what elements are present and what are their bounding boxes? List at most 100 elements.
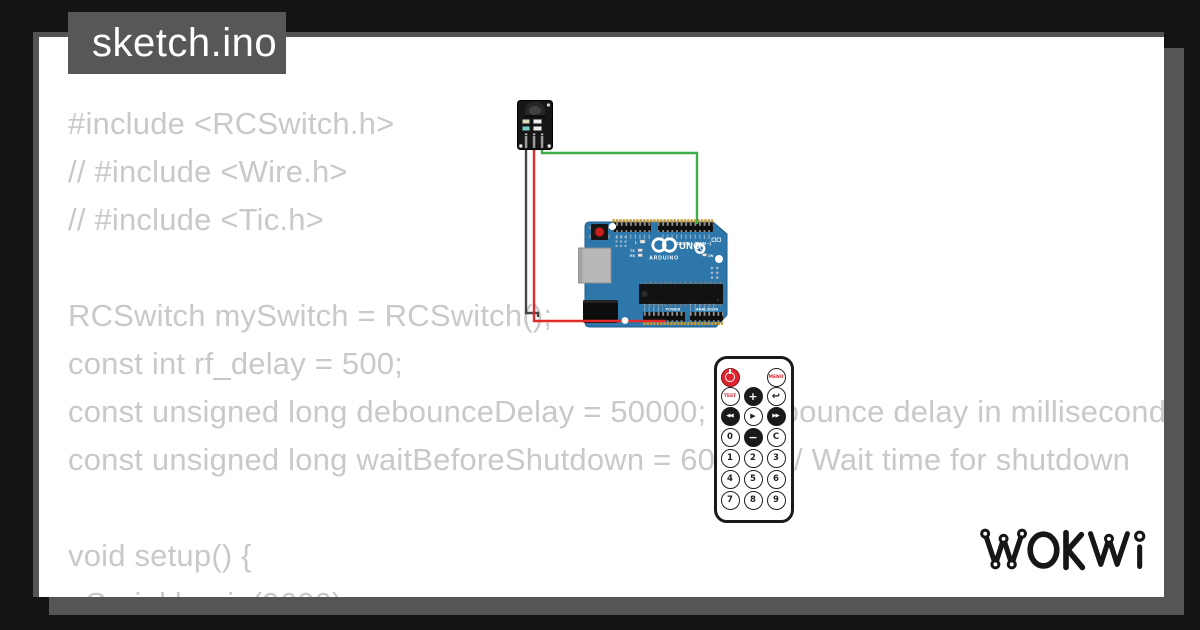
pin-number-microtext	[614, 234, 650, 239]
digit-label: 8	[750, 495, 756, 505]
power-button[interactable]	[720, 367, 740, 387]
next-icon: ▶▶	[772, 413, 780, 419]
on-label: ON	[708, 254, 714, 258]
digital-pwm-label: DIGITAL (PWM ~)	[677, 241, 712, 246]
digit-label: 3	[773, 453, 779, 463]
code-line: const unsigned long debounceDelay = 5000…	[68, 394, 1164, 429]
code-line: Serial.begin(9600);	[68, 580, 1164, 597]
tx-label: TX	[630, 249, 635, 253]
code-line: #include <RCSwitch.h>	[68, 106, 395, 141]
digit-8-button[interactable]: 8	[743, 490, 763, 510]
code-line: const int rf_delay = 500;	[68, 346, 404, 381]
plus-icon: +	[748, 389, 758, 403]
digit-label: 2	[750, 453, 756, 463]
reset-button[interactable]	[589, 224, 610, 240]
pin-pads	[524, 133, 544, 136]
power-header	[643, 312, 685, 322]
rx-led	[637, 253, 643, 257]
power-jack	[583, 300, 618, 323]
digital-header-left	[613, 222, 651, 232]
digit-1-button[interactable]: 1	[720, 448, 740, 468]
code-block: #include <RCSwitch.h> // #include <Wire.…	[68, 100, 1164, 597]
code-line: // #include <Tic.h>	[68, 202, 324, 237]
back-icon: ↩	[771, 390, 781, 402]
logo-letter-o	[1027, 531, 1060, 569]
mounting-hole	[715, 255, 723, 263]
digit-label: 4	[727, 474, 733, 484]
led-l	[639, 239, 646, 244]
digit-3-button[interactable]: 3	[766, 448, 786, 468]
digit-9-button[interactable]: 9	[766, 490, 786, 510]
digit-4-button[interactable]: 4	[720, 469, 740, 489]
analog-header	[690, 312, 723, 322]
prev-button[interactable]: ◀◀	[720, 406, 740, 426]
back-button[interactable]: ↩	[766, 386, 786, 406]
smd-component	[533, 126, 542, 131]
test-label: TEST	[723, 393, 737, 399]
atmega-chip	[639, 281, 723, 307]
mounting-hole	[547, 144, 551, 148]
clear-button[interactable]: C	[766, 427, 786, 447]
digit-7-button[interactable]: 7	[720, 490, 740, 510]
digit-label: 7	[727, 495, 733, 505]
code-line: void setup() {	[68, 538, 252, 573]
digit-6-button[interactable]: 6	[766, 469, 786, 489]
digit-label: 5	[750, 474, 756, 484]
uno-model-label: UNO	[679, 241, 701, 252]
digit-label: 0	[727, 432, 733, 442]
power-pin-microtext	[643, 303, 663, 312]
digital-header-right	[658, 222, 713, 232]
icsp-header-2	[710, 266, 719, 279]
digit-0-button[interactable]: 0	[720, 427, 740, 447]
digit-label: 6	[773, 474, 779, 484]
digit-label: 1	[727, 453, 733, 463]
code-line: // #include <Wire.h>	[68, 154, 348, 189]
on-led	[702, 253, 707, 257]
rx-label: RX	[630, 254, 636, 258]
digit-5-button[interactable]: 5	[743, 469, 763, 489]
digit-label: 9	[773, 495, 779, 505]
arduino-brand-label: ARDUINO	[649, 256, 679, 262]
smd-component	[522, 126, 530, 131]
minus-button[interactable]: −	[743, 427, 763, 447]
arduino-uno-board: DIGITAL (PWM ~) L TX RX UNO ARDUINO ON P…	[577, 218, 730, 330]
smd-component	[533, 119, 542, 124]
mounting-hole	[519, 144, 523, 148]
test-button[interactable]: TEST	[720, 386, 740, 406]
menu-label: MENU	[768, 374, 784, 380]
usb-connector	[577, 247, 612, 284]
power-icon	[725, 372, 735, 382]
play-icon: ▶	[750, 412, 756, 420]
code-line: const unsigned long waitBeforeShutdown =…	[68, 442, 1131, 477]
logo-letter-k	[1063, 529, 1086, 571]
ir-sensor-dome	[525, 101, 545, 118]
bottom-edge-pads	[643, 322, 723, 325]
code-line: RCSwitch mySwitch = RCSwitch();	[68, 298, 553, 333]
mounting-hole	[546, 103, 551, 107]
pin-number-microtext	[659, 234, 711, 239]
mounting-ring	[694, 243, 706, 254]
sketch-title-tab: sketch.ino	[68, 12, 286, 74]
marking-box	[711, 237, 716, 242]
mounting-hole	[608, 222, 617, 231]
play-button[interactable]: ▶	[743, 406, 763, 426]
ir-receiver-module	[517, 100, 553, 150]
clear-label: C	[772, 432, 780, 442]
smd-component	[522, 119, 530, 124]
ir-remote: MENU TEST + ↩ ◀◀ ▶ ▶▶ 0 − C 1 2 3 4 5 6 …	[714, 356, 794, 523]
plus-button[interactable]: +	[743, 386, 763, 406]
marking-box	[716, 237, 721, 242]
tx-led	[637, 248, 643, 252]
next-button[interactable]: ▶▶	[766, 406, 786, 426]
top-edge-pads	[612, 219, 713, 223]
icsp-header-1	[615, 235, 627, 248]
wokwi-logo	[978, 518, 1154, 578]
minus-icon: −	[748, 430, 758, 444]
digit-2-button[interactable]: 2	[743, 448, 763, 468]
analog-pin-microtext	[690, 303, 716, 312]
analog-header-label: ANALOG IN	[696, 307, 719, 312]
sketch-title-label: sketch.ino	[92, 20, 278, 65]
menu-button[interactable]: MENU	[766, 367, 786, 387]
prev-icon: ◀◀	[726, 413, 734, 419]
